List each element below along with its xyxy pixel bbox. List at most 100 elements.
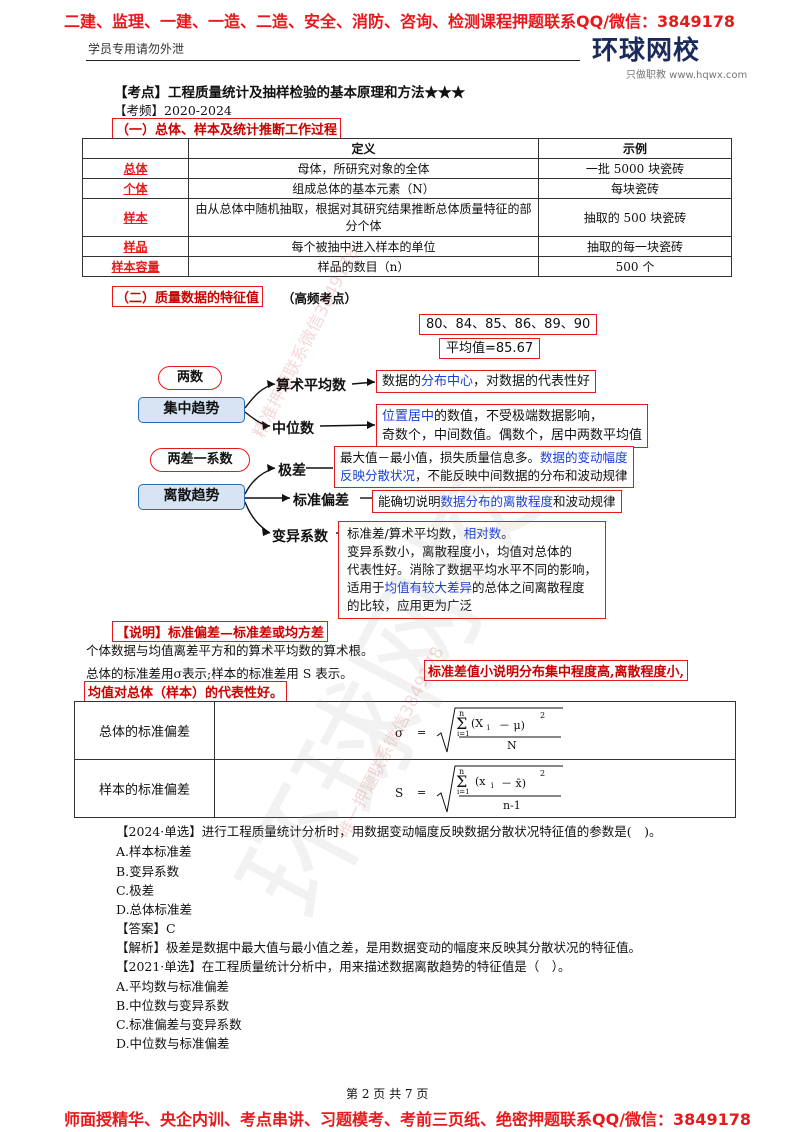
note-highlight: 数据的变动幅度 — [540, 450, 628, 465]
note-text: 的比较，应用更为广泛 — [347, 598, 473, 613]
section2-note: （高频考点） — [282, 291, 358, 306]
exam-years: 【考频】2020-2024 — [114, 103, 232, 118]
formula-sup: 2 — [540, 769, 546, 778]
table-cell: 一批 5000 块瓷砖 — [538, 158, 732, 179]
table-cell-term: 样本容量 — [82, 256, 189, 277]
mindmap: 80、84、85、86、89、90 平均值=85.67 两数 集中趋势 算术平均… — [138, 314, 649, 619]
note-highlight: 相对数 — [463, 526, 502, 541]
cloud-two-differences-one-coefficient: 两差一系数 — [150, 448, 250, 472]
q2-option: A.平均数与标准偏差 — [116, 979, 230, 994]
note-text: 标准差/算术平均数， — [347, 526, 464, 541]
formula-sup: 2 — [540, 711, 546, 720]
note-highlight: 数据分布的离散程度 — [440, 494, 554, 509]
note-text: 和波动规律 — [553, 494, 616, 509]
q1-answer: 【答案】C — [116, 921, 176, 936]
bottom-banner: 师面授精华、央企内训、考点串讲、习题模考、考前三页纸、绝密押题联系QQ/微信：3… — [64, 1110, 751, 1129]
formula-lhs: S — [395, 786, 404, 800]
note-text: 。 — [501, 526, 514, 541]
table-cell-term: 个体 — [82, 178, 189, 199]
median-label: 中位数 — [272, 421, 314, 437]
formula-denom: N — [507, 739, 517, 752]
q2-option: B.中位数与变异系数 — [116, 998, 230, 1013]
range-label: 极差 — [278, 463, 306, 479]
sum-icon: Σ — [456, 772, 468, 791]
note-text: 数据的 — [382, 374, 422, 389]
sum-icon: Σ — [456, 714, 468, 733]
formula-sub: i — [487, 723, 490, 732]
table-cell: 500 个 — [538, 256, 732, 277]
note-text: 能确切说明 — [378, 494, 441, 509]
note-text: 的数值，不受极端数据影响， — [434, 409, 604, 424]
arithmetic-mean-note: 数据的分布中心，对数据的代表性好 — [376, 370, 597, 393]
logo-tagline: 只做职教 www.hqwx.com — [626, 70, 748, 81]
q1-option: D.总体标准差 — [116, 902, 193, 917]
explain-heading: 【说明】标准偏差—标准差或均方差 — [112, 621, 329, 642]
sum-top: n — [459, 709, 465, 718]
table-cell: 每块瓷砖 — [538, 178, 732, 199]
formula-sub: i — [491, 781, 494, 790]
formula-lhs: σ — [395, 726, 404, 740]
formula-label-sample: 样本的标准偏差 — [74, 759, 215, 818]
dispersion-node: 离散趋势 — [138, 484, 245, 510]
note-text: 最大值－最小值，损失质量信息多。 — [340, 450, 541, 465]
row-label: 总体的标准偏差 — [98, 725, 190, 740]
header-note: 学员专用请勿外泄 — [88, 42, 185, 56]
range-note: 最大值－最小值，损失质量信息多。数据的变动幅度 反映分散状况，不能反映中间数据的… — [334, 446, 634, 488]
formula-eq: = — [417, 726, 427, 739]
sample-std-formula: S = n Σ i=1 (x i － x̄) 2 n-1 — [395, 764, 595, 814]
explain-line1: 个体数据与均值离差平方和的算术平均数的算术根。 — [86, 643, 374, 658]
note-highlight: 位置居中 — [382, 409, 435, 424]
formula-denom: n-1 — [503, 799, 521, 812]
cv-label: 变异系数 — [272, 529, 328, 545]
radical-sign — [436, 765, 563, 813]
logo: 环球网校 — [592, 36, 701, 66]
definition-table: 定义 示例 总体 母体，所研究对象的全体 一批 5000 块瓷砖 个体 组成总体… — [82, 138, 732, 277]
median-note: 位置居中的数值，不受极端数据影响， 奇数个，中间数值。偶数个，居中两数平均值 — [376, 404, 649, 448]
note-text: ，不能反映中间数据的分布和波动规律 — [415, 468, 628, 483]
note-text: 奇数个，中间数值。偶数个，居中两数平均值 — [382, 428, 643, 443]
note-highlight: 均值有较大差异 — [384, 580, 473, 595]
formula-cell-population: σ = n Σ i=1 (X i － μ) 2 N — [214, 701, 736, 760]
q1-analysis: 【解析】极差是数据中最大值与最小值之差，是用数据变动的幅度来反映其分散状况的特征… — [116, 940, 642, 955]
mindmap-connectors — [244, 378, 376, 536]
example-data-box: 80、84、85、86、89、90 — [419, 314, 598, 335]
top-banner: 二建、监理、一建、一造、二造、安全、消防、咨询、检测课程押题联系QQ/微信：38… — [64, 12, 735, 31]
formula-label-population: 总体的标准偏差 — [74, 701, 215, 760]
sum-top: n — [459, 767, 465, 776]
arithmetic-mean-label: 算术平均数 — [276, 378, 346, 394]
explain-line3-highlight: 均值对总体（样本）的代表性好。 — [84, 681, 288, 702]
formula-minus: － μ) — [499, 719, 525, 732]
q2-stem: 【2021·单选】在工程质量统计分析中，用来描述数据离散趋势的特征值是（ ）。 — [116, 959, 571, 974]
sum-bottom: i=1 — [457, 788, 470, 796]
header-divider — [86, 60, 580, 61]
formula-table: 总体的标准偏差 σ = n Σ i=1 (X i － μ) 2 N — [74, 701, 736, 818]
explain-line2-text: 总体的标准差用σ表示;样本的标准差用 S 表示。 — [86, 666, 353, 681]
table-cell: 每个被抽中进入样本的单位 — [188, 236, 539, 257]
row-label: 样本的标准偏差 — [98, 783, 190, 798]
example-mean-box: 平均值=85.67 — [439, 338, 541, 359]
std-dev-label: 标准偏差 — [293, 493, 349, 509]
formula-eq: = — [417, 786, 427, 799]
note-highlight: 分布中心 — [421, 374, 474, 389]
note-highlight: 反映分散状况 — [340, 468, 416, 483]
q2-option: C.标准偏差与变异系数 — [116, 1017, 242, 1032]
page-number: 第 2 页 共 7 页 — [346, 1087, 429, 1101]
q2-option: D.中位数与标准偏差 — [116, 1036, 230, 1051]
std-dev-note: 能确切说明数据分布的离散程度和波动规律 — [372, 490, 622, 513]
q1-stem: 【2024·单选】进行工程质量统计分析时，用数据变动幅度反映数据分散状况特征值的… — [116, 824, 662, 839]
population-std-formula: σ = n Σ i=1 (X i － μ) 2 N — [395, 706, 595, 756]
section2-heading: （二）质量数据的特征值 — [112, 286, 264, 307]
q1-option: C.极差 — [116, 883, 155, 898]
note-text: ，对数据的代表性好 — [473, 374, 591, 389]
note-text: 的总体之间离散程度 — [472, 580, 585, 595]
formula-minus: － x̄) — [501, 777, 526, 790]
radical-sign — [436, 707, 563, 753]
table-cell: 样品的数目（n） — [188, 256, 539, 277]
q1-option: A.样本标准差 — [116, 844, 192, 859]
note-text: 代表性好。消除了数据平均水平不同的影响， — [347, 562, 598, 577]
central-tendency-node: 集中趋势 — [138, 397, 245, 423]
formula-term: (x — [475, 775, 486, 788]
table-cell-term: 样品 — [82, 236, 189, 257]
note-text: 变异系数小，离散程度小，均值对总体的 — [347, 544, 573, 559]
formula-cell-sample: S = n Σ i=1 (x i － x̄) 2 n-1 — [214, 759, 736, 818]
